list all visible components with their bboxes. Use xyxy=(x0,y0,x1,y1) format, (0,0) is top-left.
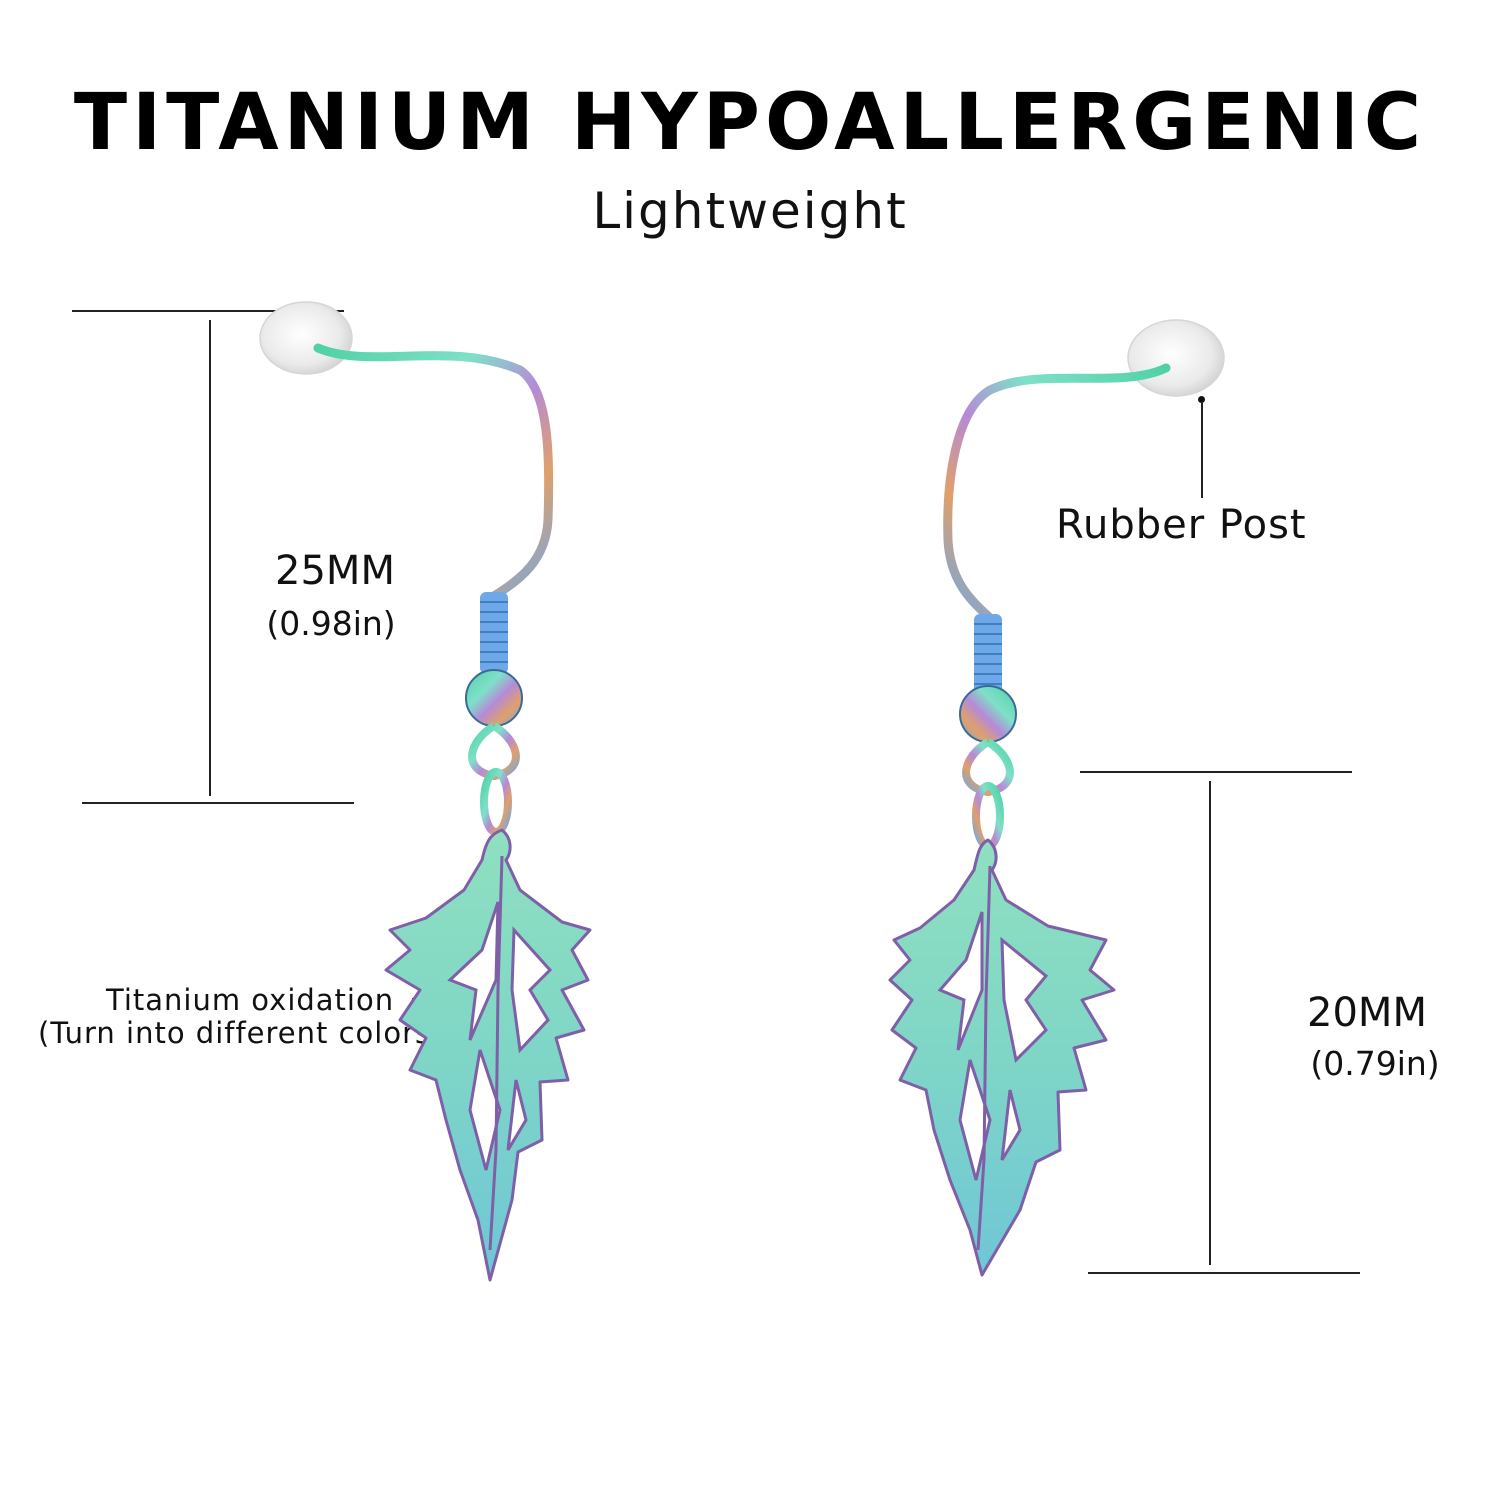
pendant-dimension-inches: (0.79in) xyxy=(1310,1044,1440,1083)
left-earring-image xyxy=(259,301,592,1282)
right-earring-image xyxy=(888,319,1225,1277)
right-coil xyxy=(974,614,1002,696)
left-coil xyxy=(480,592,508,674)
right-hook-wire xyxy=(943,363,1171,621)
page-subtitle: Lightweight xyxy=(592,182,908,240)
rubber-post-pointer-dot xyxy=(1198,396,1205,403)
right-rubber-post xyxy=(1127,319,1225,397)
left-hook-wire xyxy=(313,343,554,601)
left-bead xyxy=(465,669,523,727)
hook-dimension-mm: 25MM xyxy=(275,548,395,594)
left-rubber-post xyxy=(259,301,353,375)
pendant-dimension-bottom-line xyxy=(1088,1272,1360,1274)
left-leaf-vein xyxy=(488,855,504,1251)
right-leaf-vein xyxy=(976,865,992,1251)
page-title: TITANIUM HYPOALLERGENIC xyxy=(73,78,1427,168)
rubber-post-pointer-line xyxy=(1201,402,1203,498)
pendant-dimension-top-line xyxy=(1080,771,1352,773)
right-leaf-cutouts xyxy=(937,911,1049,1181)
left-leaf xyxy=(384,828,592,1282)
rubber-post-label: Rubber Post xyxy=(1056,502,1307,548)
hook-dimension-inches: (0.98in) xyxy=(266,604,396,643)
hook-dimension-top-line xyxy=(72,310,344,312)
pendant-dimension-mm: 20MM xyxy=(1307,990,1427,1036)
right-leaf xyxy=(888,838,1116,1277)
oxidation-label-line1: Titanium oxidation xyxy=(106,983,395,1017)
left-leaf-cutouts xyxy=(447,901,553,1171)
hook-dimension-vertical-line xyxy=(209,320,211,796)
pendant-dimension-vertical-line xyxy=(1209,781,1211,1265)
right-bead xyxy=(959,685,1017,743)
hook-dimension-bottom-line xyxy=(82,802,354,804)
left-jump-ring xyxy=(480,768,512,836)
right-loop xyxy=(962,738,1014,797)
oxidation-label-line2: (Turn into different colors) xyxy=(38,1016,444,1050)
